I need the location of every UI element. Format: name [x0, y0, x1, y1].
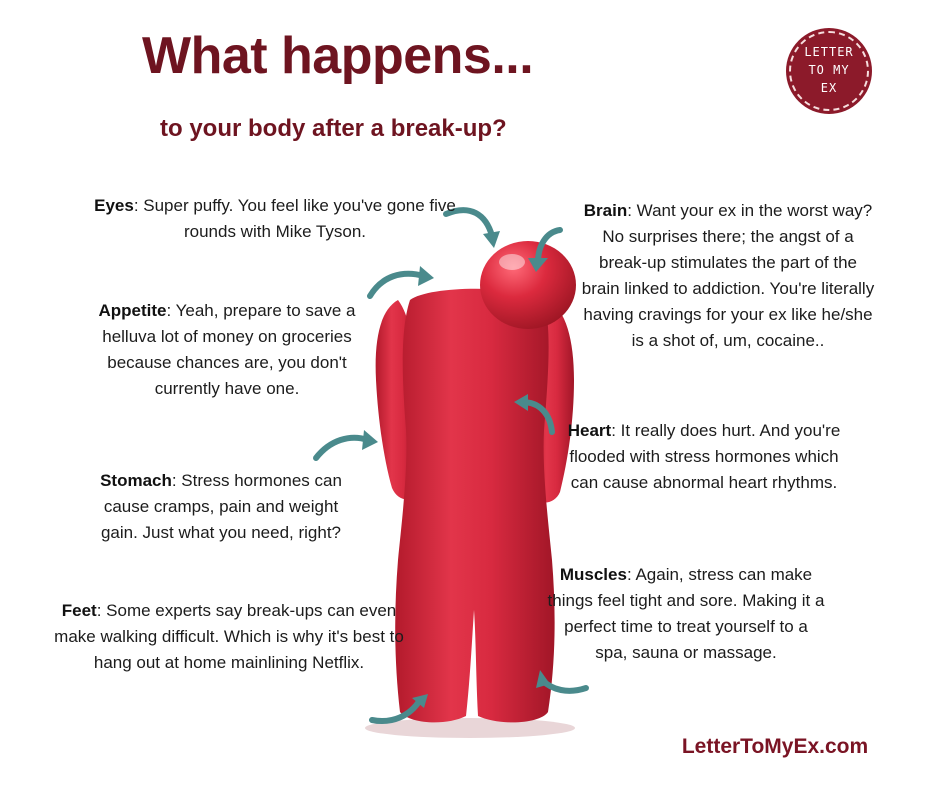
label-eyes-text: : Super puffy. You feel like you've gone… — [133, 196, 456, 241]
figure-head — [480, 241, 576, 329]
label-stomach-text: : Stress hormones can cause cramps, pain… — [100, 471, 342, 542]
logo-line-2: TO MY — [808, 63, 850, 77]
label-feet-term: Feet — [61, 601, 97, 620]
figure-torso — [395, 288, 555, 723]
letter-to-my-ex-logo: LETTER TO MY EX — [786, 28, 872, 114]
label-feet-text: : Some experts say break-ups can even ma… — [54, 601, 404, 672]
page-subtitle: to your body after a break-up? — [160, 115, 507, 142]
label-eyes: Eyes: Super puffy. You feel like you've … — [90, 193, 460, 245]
label-stomach: Stomach: Stress hormones can cause cramp… — [96, 468, 346, 546]
figure-head-highlight — [499, 254, 525, 270]
label-brain-text: : Want your ex in the worst way? No surp… — [581, 201, 875, 350]
arrow-eyes-icon — [443, 207, 495, 239]
label-eyes-term: Eyes — [94, 196, 134, 215]
label-muscles: Muscles: Again, stress can make things f… — [546, 562, 826, 666]
figure-shadow — [365, 718, 575, 738]
label-feet: Feet: Some experts say break-ups can eve… — [54, 598, 404, 676]
label-heart-text: : It really does hurt. And you're floode… — [569, 421, 841, 492]
arrow-feet-icon — [369, 697, 423, 724]
label-appetite-term: Appetite — [98, 301, 167, 320]
logo-text: LETTER TO MY EX — [786, 43, 872, 97]
label-stomach-term: Stomach — [100, 471, 172, 490]
brand-url: LetterToMyEx.com — [681, 735, 869, 758]
page-title: What happens... — [142, 27, 534, 85]
label-brain-term: Brain — [583, 201, 628, 220]
label-heart: Heart: It really does hurt. And you're f… — [564, 418, 844, 496]
label-heart-term: Heart — [567, 421, 612, 440]
label-appetite-text: : Yeah, prepare to save a helluva lot of… — [102, 301, 356, 398]
logo-line-3: EX — [820, 81, 838, 95]
label-appetite: Appetite: Yeah, prepare to save a helluv… — [82, 298, 372, 402]
logo-ring — [789, 31, 869, 111]
arrow-stomach-icon — [313, 434, 371, 461]
label-muscles-text: : Again, stress can make things feel tig… — [547, 565, 825, 662]
label-muscles-term: Muscles — [559, 565, 627, 584]
label-brain: Brain: Want your ex in the worst way? No… — [578, 198, 878, 354]
logo-line-1: LETTER — [804, 45, 854, 59]
arrow-appetite-icon — [367, 270, 427, 299]
